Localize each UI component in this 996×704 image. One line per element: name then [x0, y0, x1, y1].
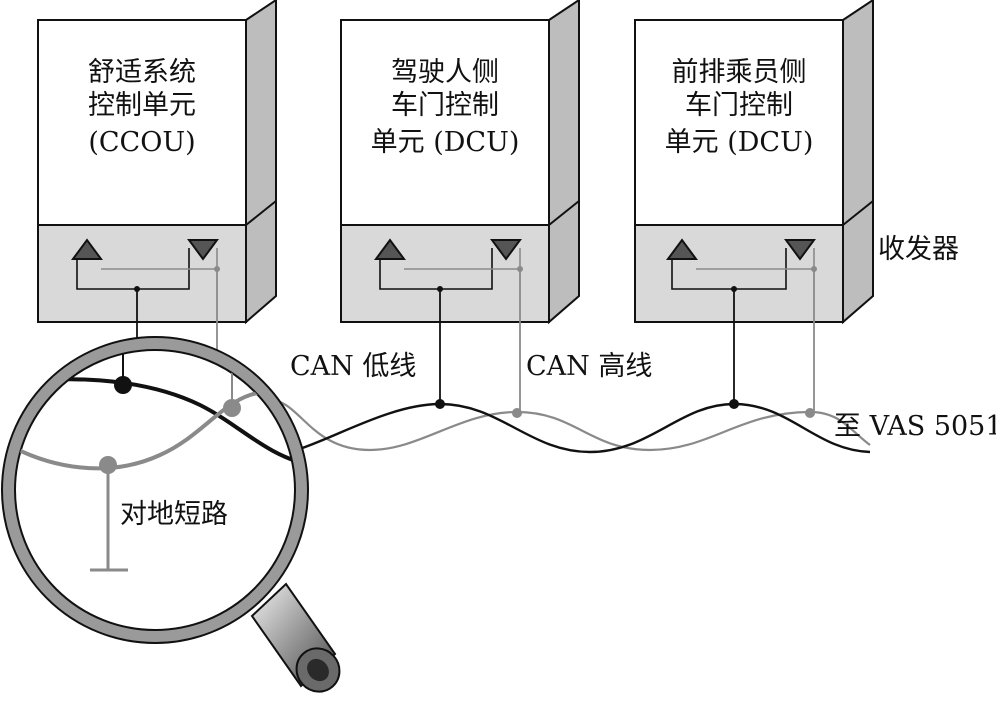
box-bottom-edge	[245, 200, 277, 226]
receive-triangle-icon	[784, 239, 816, 261]
receive-triangle-icon	[490, 239, 522, 261]
magnifier-handle-icon	[250, 582, 341, 693]
unit-name-line-1: 舒适系统	[88, 57, 196, 88]
unit-box-side	[548, 0, 580, 325]
diagnostic-tester-label: 至 VAS 5051	[834, 411, 996, 442]
box-bottom-edge	[842, 200, 874, 226]
can-bus-twisted-pair	[136, 269, 871, 457]
unit-box-side	[842, 0, 874, 325]
transmit-triangle-icon	[374, 238, 406, 260]
control-unit-driver-dcu: 驾驶人侧 车门控制 单元 (DCU)	[340, 0, 580, 325]
can-low-wire	[269, 402, 871, 457]
can-low-label: CAN 低线	[290, 351, 416, 382]
control-unit-passenger-dcu: 前排乘员侧 车门控制 单元 (DCU)	[634, 0, 874, 325]
unit-name-line-3: 单元 (DCU)	[371, 127, 520, 158]
bus-node-dot	[435, 399, 445, 409]
box-bottom-edge	[548, 200, 580, 226]
magnified-node-dot	[114, 376, 132, 394]
unit-name-line-3: (CCOU)	[88, 127, 195, 158]
unit-name-line-2: 控制单元	[88, 90, 196, 121]
unit-name-line-3: 单元 (DCU)	[665, 127, 814, 158]
magnified-node-dot	[223, 399, 241, 417]
unit-name-line-1: 前排乘员侧	[672, 57, 807, 88]
can-high-label: CAN 高线	[526, 351, 652, 382]
unit-name-line-2: 车门控制	[391, 90, 499, 121]
short-to-ground-label: 对地短路	[120, 499, 228, 530]
transmit-triangle-icon	[666, 238, 698, 260]
unit-name-line-1: 驾驶人侧	[391, 57, 499, 88]
receive-triangle-icon	[187, 239, 219, 261]
transceiver-label: 收发器	[878, 234, 959, 265]
bus-node-dot	[805, 408, 815, 418]
unit-box-side	[245, 0, 277, 325]
bus-node-dot	[512, 408, 522, 418]
bus-node-dot	[729, 399, 739, 409]
unit-name-line-2: 车门控制	[685, 90, 793, 121]
magnifier: 对地短路	[1, 336, 341, 693]
control-unit-ccou: 舒适系统 控制单元 (CCOU)	[37, 0, 277, 325]
transmit-triangle-icon	[71, 238, 103, 260]
